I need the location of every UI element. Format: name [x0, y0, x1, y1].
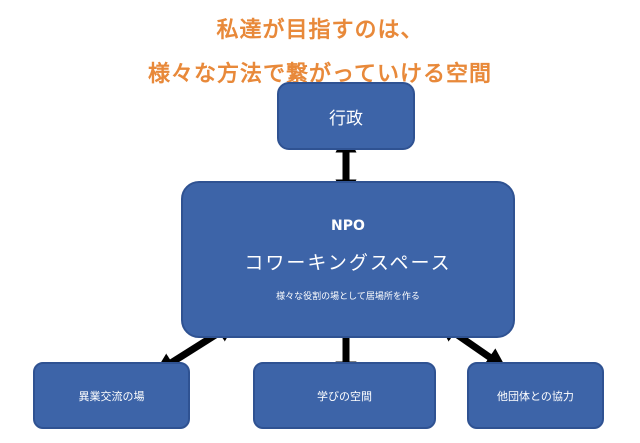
- node-left: 異業交流の場: [33, 362, 190, 429]
- node-right-label: 他団体との協力: [497, 389, 574, 403]
- node-center-npo: NPO: [331, 217, 365, 234]
- node-gyosei-label: 行政: [329, 108, 363, 129]
- node-center: NPO コワーキングスペース 様々な役割の場として居場所を作る: [181, 181, 515, 338]
- node-center-coworking: コワーキングスペース: [244, 251, 452, 274]
- heading-line-1: 私達が目指すのは、: [216, 18, 424, 43]
- node-left-label: 異業交流の場: [78, 389, 145, 403]
- node-gyosei: 行政: [277, 82, 415, 150]
- node-right: 他団体との協力: [467, 362, 604, 429]
- node-center-subtitle: 様々な役割の場として居場所を作る: [276, 291, 420, 302]
- node-middle: 学びの空間: [253, 362, 436, 429]
- node-middle-label: 学びの空間: [317, 389, 372, 403]
